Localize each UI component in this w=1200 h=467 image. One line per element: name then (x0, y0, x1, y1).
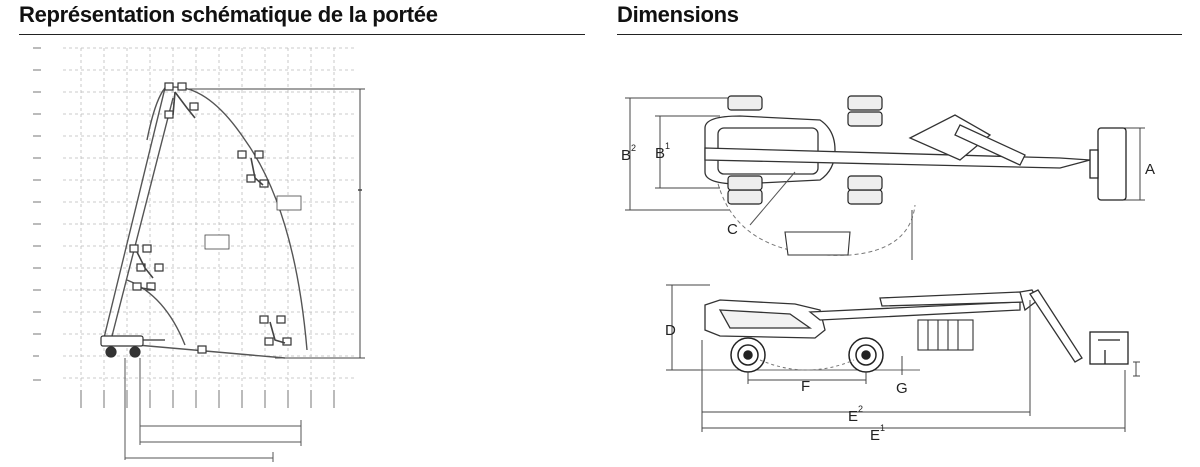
label-c: C (727, 221, 738, 238)
label-b2: B (621, 147, 631, 164)
side-view-drawing (666, 284, 1140, 432)
machine-base (100, 335, 144, 358)
platform-positions (129, 82, 292, 354)
y-axis-ticks (33, 47, 41, 381)
reach-diagram (33, 47, 365, 462)
side-basket (1089, 331, 1129, 365)
bottom-dimensions (124, 358, 302, 462)
label-d: D (665, 322, 676, 339)
label-e1: E (870, 427, 880, 444)
reach-envelope (102, 86, 308, 359)
ground-clearance-arc (759, 359, 855, 371)
label-e2: E (848, 408, 858, 425)
label-e1-sup: 1 (880, 423, 885, 433)
height-dimension (183, 88, 365, 359)
reach-title-rule (19, 34, 585, 35)
dim-e2-line (701, 300, 1031, 416)
side-jib (1029, 289, 1083, 363)
label-a: A (1145, 161, 1155, 178)
top-boom (704, 114, 1091, 169)
reach-diagram-title: Représentation schématique de la portée (19, 2, 438, 27)
label-b1-sup: 1 (665, 141, 670, 151)
reach-grid (63, 47, 355, 400)
counterweight-detail (784, 231, 851, 256)
side-boom (808, 289, 1039, 321)
label-g: G (896, 380, 908, 397)
c-leader (749, 171, 796, 226)
stowed-platform (917, 319, 974, 351)
dimensions-title-rule (617, 34, 1182, 35)
label-e2-sup: 2 (858, 404, 863, 414)
label-f: F (801, 378, 810, 395)
dim-b1-line (655, 115, 720, 189)
label-b1: B (655, 145, 665, 162)
top-platform (1089, 127, 1127, 201)
boom-linkages (136, 91, 286, 344)
top-view-labels: B 2 B 1 A C (620, 80, 1180, 270)
load-tags (204, 195, 302, 250)
basket-dim (1133, 361, 1140, 377)
side-chassis (704, 299, 826, 339)
dim-e1-line (701, 370, 1126, 432)
side-view-labels: D F G E 2 E 1 (620, 280, 1180, 455)
dim-f-line (747, 372, 867, 384)
dimensions-title: Dimensions (617, 2, 739, 27)
x-axis-ticks (80, 390, 335, 408)
top-wheels (727, 95, 883, 205)
label-b2-sup: 2 (631, 143, 636, 153)
top-view-drawing (625, 95, 1145, 260)
dim-b2-line (625, 97, 730, 211)
